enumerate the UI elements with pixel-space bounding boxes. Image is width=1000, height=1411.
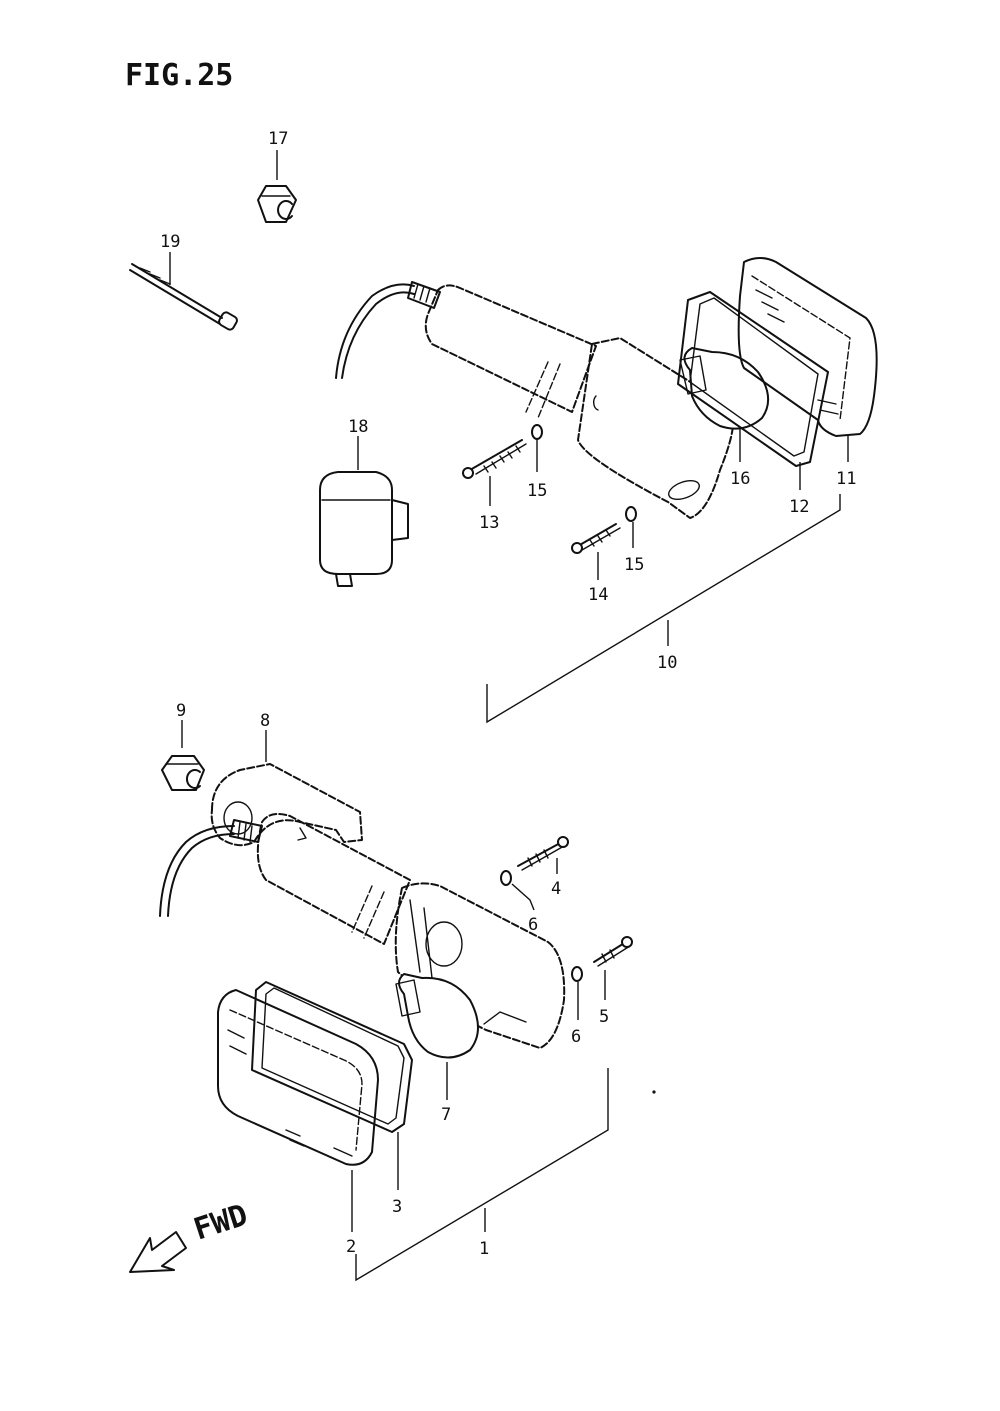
bracket-assembly-10 [486,494,841,724]
callout-9: 9 [176,701,186,721]
leader-lines-rear [489,428,849,580]
callout-2: 2 [346,1237,356,1257]
part-18-relay [319,436,409,587]
forward-arrow-icon [129,1231,187,1273]
part-19-cable-tie [129,252,238,331]
part-17-nut [257,150,297,223]
callout-12: 12 [789,497,809,517]
forward-direction-indicator: FWD [129,1198,252,1273]
callout-6-lower: 6 [571,1027,581,1047]
callout-4: 4 [551,879,561,899]
leader-lines-front [351,858,606,1232]
callout-labels: 17 19 18 13 15 16 12 11 14 15 10 9 8 4 6… [160,129,856,1259]
callout-14: 14 [588,585,608,605]
fwd-label: FWD [190,1198,252,1248]
bracket-assembly-1 [355,1068,609,1282]
callout-1: 1 [479,1239,489,1259]
callout-18: 18 [348,417,368,437]
callout-15-lower: 15 [624,555,644,575]
print-speck [652,1090,656,1094]
callout-10: 10 [657,653,677,673]
callout-7: 7 [441,1105,451,1125]
callout-16: 16 [730,469,750,489]
part-1-front-turn-signal [159,813,633,1166]
part-8-bracket [210,730,363,847]
callout-15-upper: 15 [527,481,547,501]
callout-11: 11 [836,469,856,489]
figure-title: FIG.25 [125,58,233,93]
callout-5: 5 [599,1007,609,1027]
callout-8: 8 [260,711,270,731]
part-10-rear-turn-signal [335,257,878,554]
callout-13: 13 [479,513,499,533]
callout-6-upper: 6 [528,915,538,935]
callout-17: 17 [268,129,288,149]
callout-3: 3 [392,1197,402,1217]
callout-19: 19 [160,232,180,252]
part-9-nut [161,720,205,791]
